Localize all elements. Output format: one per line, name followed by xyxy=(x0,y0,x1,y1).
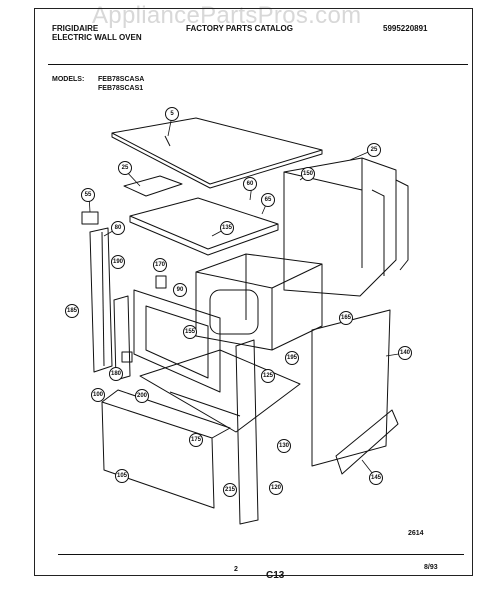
bracket xyxy=(123,175,183,197)
callout: 135 xyxy=(220,221,234,235)
callout: 190 xyxy=(111,255,125,269)
models-block: MODELS: FEB78SCASA FEB78SCAS1 xyxy=(52,75,144,93)
right-side-panel xyxy=(311,309,391,467)
callout: 175 xyxy=(189,433,203,447)
callout: 125 xyxy=(261,369,275,383)
svg-text:120: 120 xyxy=(271,485,282,491)
callout: 145 xyxy=(369,471,383,485)
svg-text:25: 25 xyxy=(371,147,378,153)
header-divider xyxy=(48,64,468,65)
front-frame xyxy=(133,289,221,393)
rear-wall xyxy=(283,157,397,297)
callout: 25 xyxy=(118,161,132,175)
clip xyxy=(81,211,99,225)
svg-text:25: 25 xyxy=(122,165,129,171)
model-number: FEB78SCAS1 xyxy=(98,85,144,92)
inner-top-panel xyxy=(129,197,279,250)
control-panel xyxy=(101,401,215,509)
footer-divider xyxy=(58,554,464,555)
callout-labels: 5 25 25 55 60 65 80 90 100 105 120 125 1… xyxy=(65,107,412,497)
brand-name: FRIGIDAIRE xyxy=(52,24,99,33)
models-label: MODELS: xyxy=(52,76,85,83)
svg-text:200: 200 xyxy=(137,393,148,399)
callout: 140 xyxy=(398,346,412,360)
fastener xyxy=(121,351,133,363)
callout: 100 xyxy=(91,388,105,402)
svg-text:190: 190 xyxy=(113,259,124,265)
svg-text:215: 215 xyxy=(225,487,236,493)
bracket-145 xyxy=(335,409,399,475)
callout: 60 xyxy=(243,177,257,191)
callout: 65 xyxy=(261,193,275,207)
model-number: FEB78SCASA xyxy=(98,76,145,83)
top-panel-edge xyxy=(111,133,323,189)
oven-liner xyxy=(195,253,323,351)
svg-text:80: 80 xyxy=(115,225,122,231)
brand-block: FRIGIDAIRE ELECTRIC WALL OVEN xyxy=(52,24,142,42)
base-shelf xyxy=(139,349,301,433)
page-number: 2 xyxy=(234,566,238,573)
callout: 155 xyxy=(183,325,197,339)
svg-text:5: 5 xyxy=(170,111,174,117)
callout: 180 xyxy=(109,367,123,381)
callout: 55 xyxy=(81,188,95,202)
callout: 150 xyxy=(301,167,315,181)
callout: 215 xyxy=(223,483,237,497)
top-panel xyxy=(111,117,323,185)
svg-text:65: 65 xyxy=(265,197,272,203)
page-frame xyxy=(34,8,473,576)
svg-text:60: 60 xyxy=(247,181,254,187)
callout: 5 xyxy=(165,107,179,121)
callout: 195 xyxy=(285,351,299,365)
oven-door-gasket xyxy=(209,289,259,335)
callout: 105 xyxy=(115,469,129,483)
svg-text:90: 90 xyxy=(177,287,184,293)
document-number: 5995220891 xyxy=(383,24,428,33)
svg-text:135: 135 xyxy=(222,225,233,231)
callout: 25 xyxy=(367,143,381,157)
callout: 130 xyxy=(277,439,291,453)
callout: 165 xyxy=(339,311,353,325)
callout: 170 xyxy=(153,258,167,272)
svg-text:55: 55 xyxy=(85,192,92,198)
svg-text:155: 155 xyxy=(185,329,196,335)
left-side-panel xyxy=(89,227,113,373)
product-type: ELECTRIC WALL OVEN xyxy=(52,33,142,42)
callout: 200 xyxy=(135,389,149,403)
svg-text:125: 125 xyxy=(263,373,274,379)
svg-text:145: 145 xyxy=(371,475,382,481)
watermark-text: AppliancePartsPros.com xyxy=(92,2,362,29)
callout: 80 xyxy=(111,221,125,235)
switch xyxy=(155,275,167,289)
callout: 185 xyxy=(65,304,79,318)
svg-text:165: 165 xyxy=(341,315,352,321)
svg-text:150: 150 xyxy=(303,171,314,177)
side-rail xyxy=(235,339,259,525)
svg-text:140: 140 xyxy=(400,350,411,356)
svg-text:195: 195 xyxy=(287,355,298,361)
callout: 120 xyxy=(269,481,283,495)
svg-text:185: 185 xyxy=(67,308,78,314)
svg-text:100: 100 xyxy=(93,392,104,398)
revision-date: 8/93 xyxy=(424,564,438,571)
figure-code: 2614 xyxy=(408,530,424,537)
svg-text:105: 105 xyxy=(117,473,128,479)
svg-text:170: 170 xyxy=(155,262,166,268)
svg-text:180: 180 xyxy=(111,371,122,377)
svg-text:130: 130 xyxy=(279,443,290,449)
catalog-title: FACTORY PARTS CATALOG xyxy=(186,24,293,33)
callout: 90 xyxy=(173,283,187,297)
section-code: C13 xyxy=(266,570,285,581)
svg-text:175: 175 xyxy=(191,437,202,443)
